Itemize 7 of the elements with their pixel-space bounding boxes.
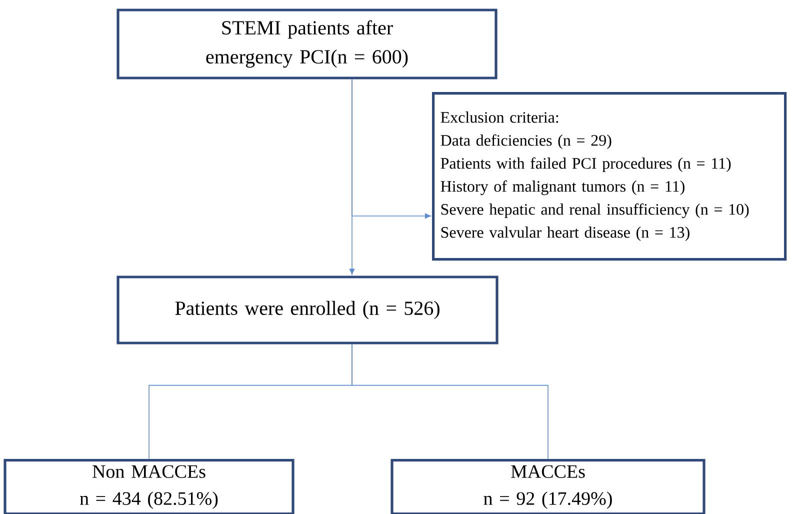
connector-line: [352, 78, 431, 219]
process-box: STEMI patients after emergency PCI(n = 600): [116, 8, 498, 80]
outcome-box: Non MACCEs n = 434 (82.51%): [4, 458, 294, 514]
connector-line: [352, 344, 548, 460]
outcome-box: MACCEs n = 92 (17.49%): [390, 458, 706, 514]
exclusion-box: Exclusion criteria: Data deficiencies (n = 29) Patients with failed PCI procedures (n = 11) History of malignant tumors (n = 11) Severe hepatic and renal insufficiency (n = 10) Severe valvular heart disease (n = 13): [432, 92, 787, 261]
process-box: Patients were enrolled (n = 526): [116, 276, 498, 344]
